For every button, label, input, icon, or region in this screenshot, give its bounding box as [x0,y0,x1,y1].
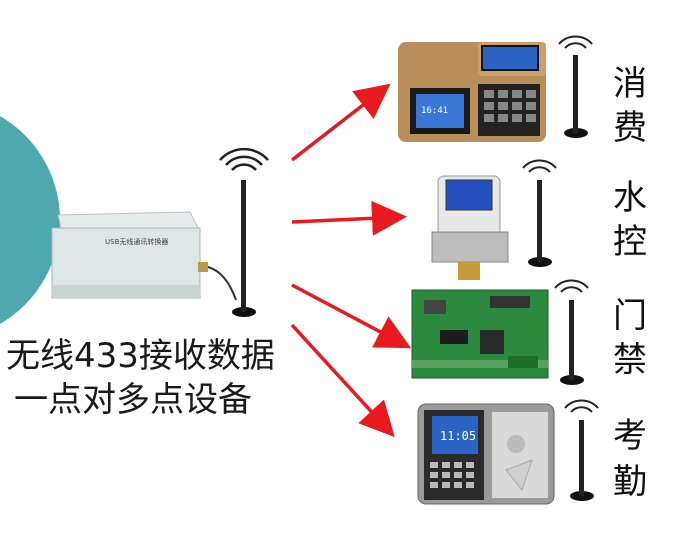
door-controller-board [411,289,549,379]
consume-terminal [398,42,546,142]
arrow-to-water [291,200,407,236]
label-consume-2: 费 [613,108,647,148]
caption-line-2: 一点对多点设备 [14,380,252,420]
water-controller [431,175,509,280]
receiver-device [51,211,237,301]
attendance-screen-text: 11:05 [440,429,476,443]
antenna-icon [554,279,589,385]
decorative-circle [0,116,60,324]
label-door-1: 门 [613,296,647,336]
arrow-to-door [291,283,412,349]
label-attendance-2: 勤 [613,462,647,502]
caption-line-1: 无线433接收数据 [6,336,275,376]
label-door-2: 禁 [613,340,647,380]
arrow-to-attendance [290,323,395,438]
attendance-terminal [417,403,555,505]
consume-screen-text: 16:41 [421,106,448,116]
label-water-2: 控 [613,222,647,262]
label-attendance-1: 考 [613,416,647,456]
antenna-icon [564,399,599,501]
antenna-icon [558,35,593,138]
label-water-1: 水 [613,178,647,218]
antenna-icon [219,147,269,317]
receiver-name: USB无线通讯转换器 [105,237,168,246]
label-consume-1: 消 [613,64,647,104]
arrow-to-consume [290,83,391,162]
antenna-icon [522,159,557,267]
